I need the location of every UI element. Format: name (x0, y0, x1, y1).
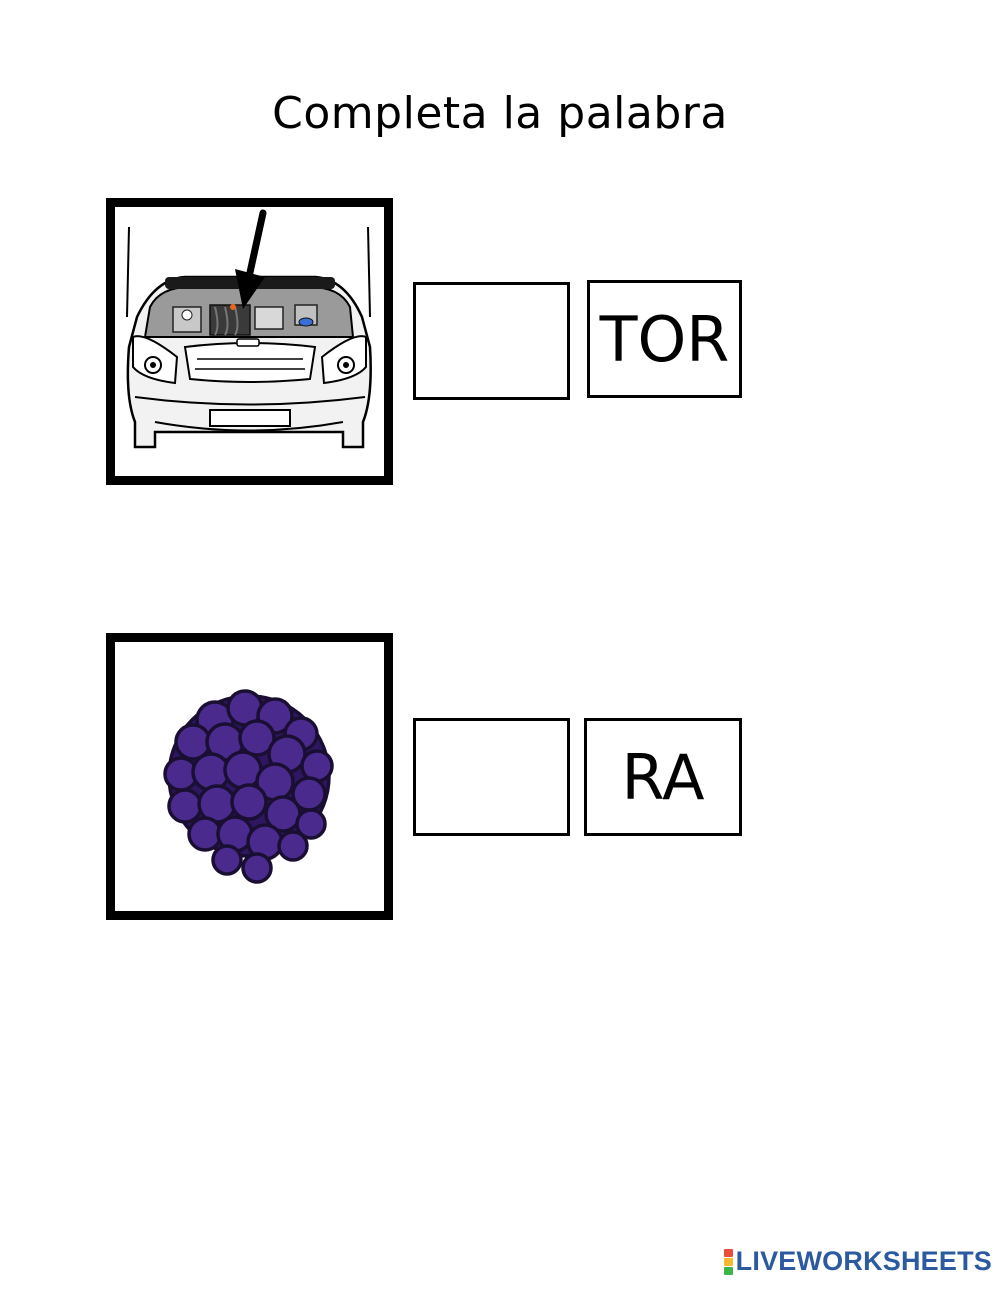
syllable-box-2: RA (584, 718, 742, 836)
liveworksheets-text: LIVEWORKSHEETS (735, 1246, 992, 1276)
blackberry-icon (163, 689, 334, 884)
mark-block-green (723, 1266, 733, 1275)
blackberry-picture (106, 633, 393, 920)
syllable-box-1: TOR (587, 280, 742, 398)
mark-block-red (723, 1248, 733, 1257)
mark-block-yellow (723, 1257, 733, 1266)
worksheet-title: Completa la palabra (272, 88, 728, 139)
answer-input-2[interactable] (413, 718, 570, 836)
car-engine-icon (126, 209, 372, 449)
liveworksheets-logo: LIVEWORKSHEETS (723, 1246, 992, 1277)
answer-input-1[interactable] (413, 282, 570, 400)
syllable-text-2: RA (621, 740, 705, 814)
car-engine-picture (106, 198, 393, 485)
liveworksheets-mark-icon (723, 1248, 733, 1275)
syllable-text-1: TOR (599, 302, 730, 376)
